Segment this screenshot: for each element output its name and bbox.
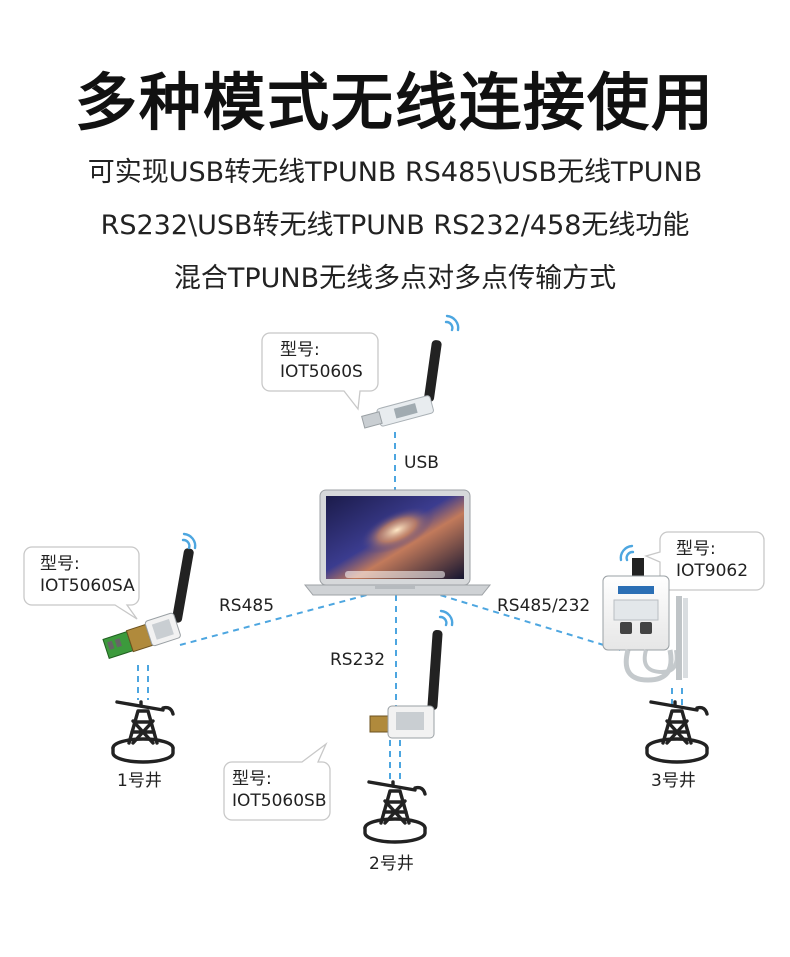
model-name: IOT5060S	[280, 362, 363, 382]
link-label-usb: USB	[404, 453, 439, 473]
oil-well-icon-2	[363, 780, 427, 844]
model-label: 型号:	[232, 769, 272, 789]
wifi-icon-bottom	[438, 609, 454, 627]
link-line-rs485-232	[429, 591, 621, 651]
well-label-3: 3号井	[651, 771, 696, 791]
subtitle-line-2: RS232\USB转无线TPUNB RS232/458无线功能	[100, 210, 690, 241]
model-label: 型号:	[676, 539, 716, 559]
wifi-icon-right	[619, 544, 635, 562]
model-label: 型号:	[40, 554, 80, 574]
wifi-icon-top	[444, 314, 460, 332]
usb-dongle-top	[361, 340, 442, 429]
link-label-rs485: RS485	[219, 596, 275, 616]
model-bubble-top: 型号: IOT5060S	[280, 339, 363, 383]
model-name: IOT5060SA	[40, 576, 135, 596]
oil-well-icon-3	[645, 700, 709, 764]
wifi-icon-left	[181, 532, 197, 550]
page-title: 多种模式无线连接使用	[74, 66, 715, 139]
converter-bottom	[369, 630, 443, 739]
well-label-2: 2号井	[369, 854, 414, 874]
bubble-left	[23, 546, 140, 620]
link-label-rs485-232: RS485/232	[497, 596, 591, 616]
model-name: IOT9062	[676, 561, 749, 581]
bubble-top	[261, 332, 379, 411]
sensor-device-right	[602, 558, 688, 683]
converter-left	[102, 548, 194, 660]
model-bubble-right: 型号: IOT9062	[676, 538, 748, 582]
model-name: IOT5060SB	[232, 791, 327, 811]
model-bubble-bottom: 型号: IOT5060SB	[232, 768, 327, 812]
model-label: 型号:	[280, 340, 320, 360]
link-label-rs232: RS232	[330, 650, 386, 670]
model-bubble-left: 型号: IOT5060SA	[40, 553, 135, 597]
well-label-1: 1号井	[117, 771, 162, 791]
subtitle-line-3: 混合TPUNB无线多点对多点传输方式	[173, 263, 617, 294]
link-line-rs485	[179, 591, 379, 646]
laptop	[303, 489, 492, 596]
subtitle-line-1: 可实现USB转无线TPUNB RS485\USB无线TPUNB	[87, 157, 703, 188]
oil-well-icon-1	[111, 700, 175, 764]
bubble-bottom	[223, 741, 331, 821]
